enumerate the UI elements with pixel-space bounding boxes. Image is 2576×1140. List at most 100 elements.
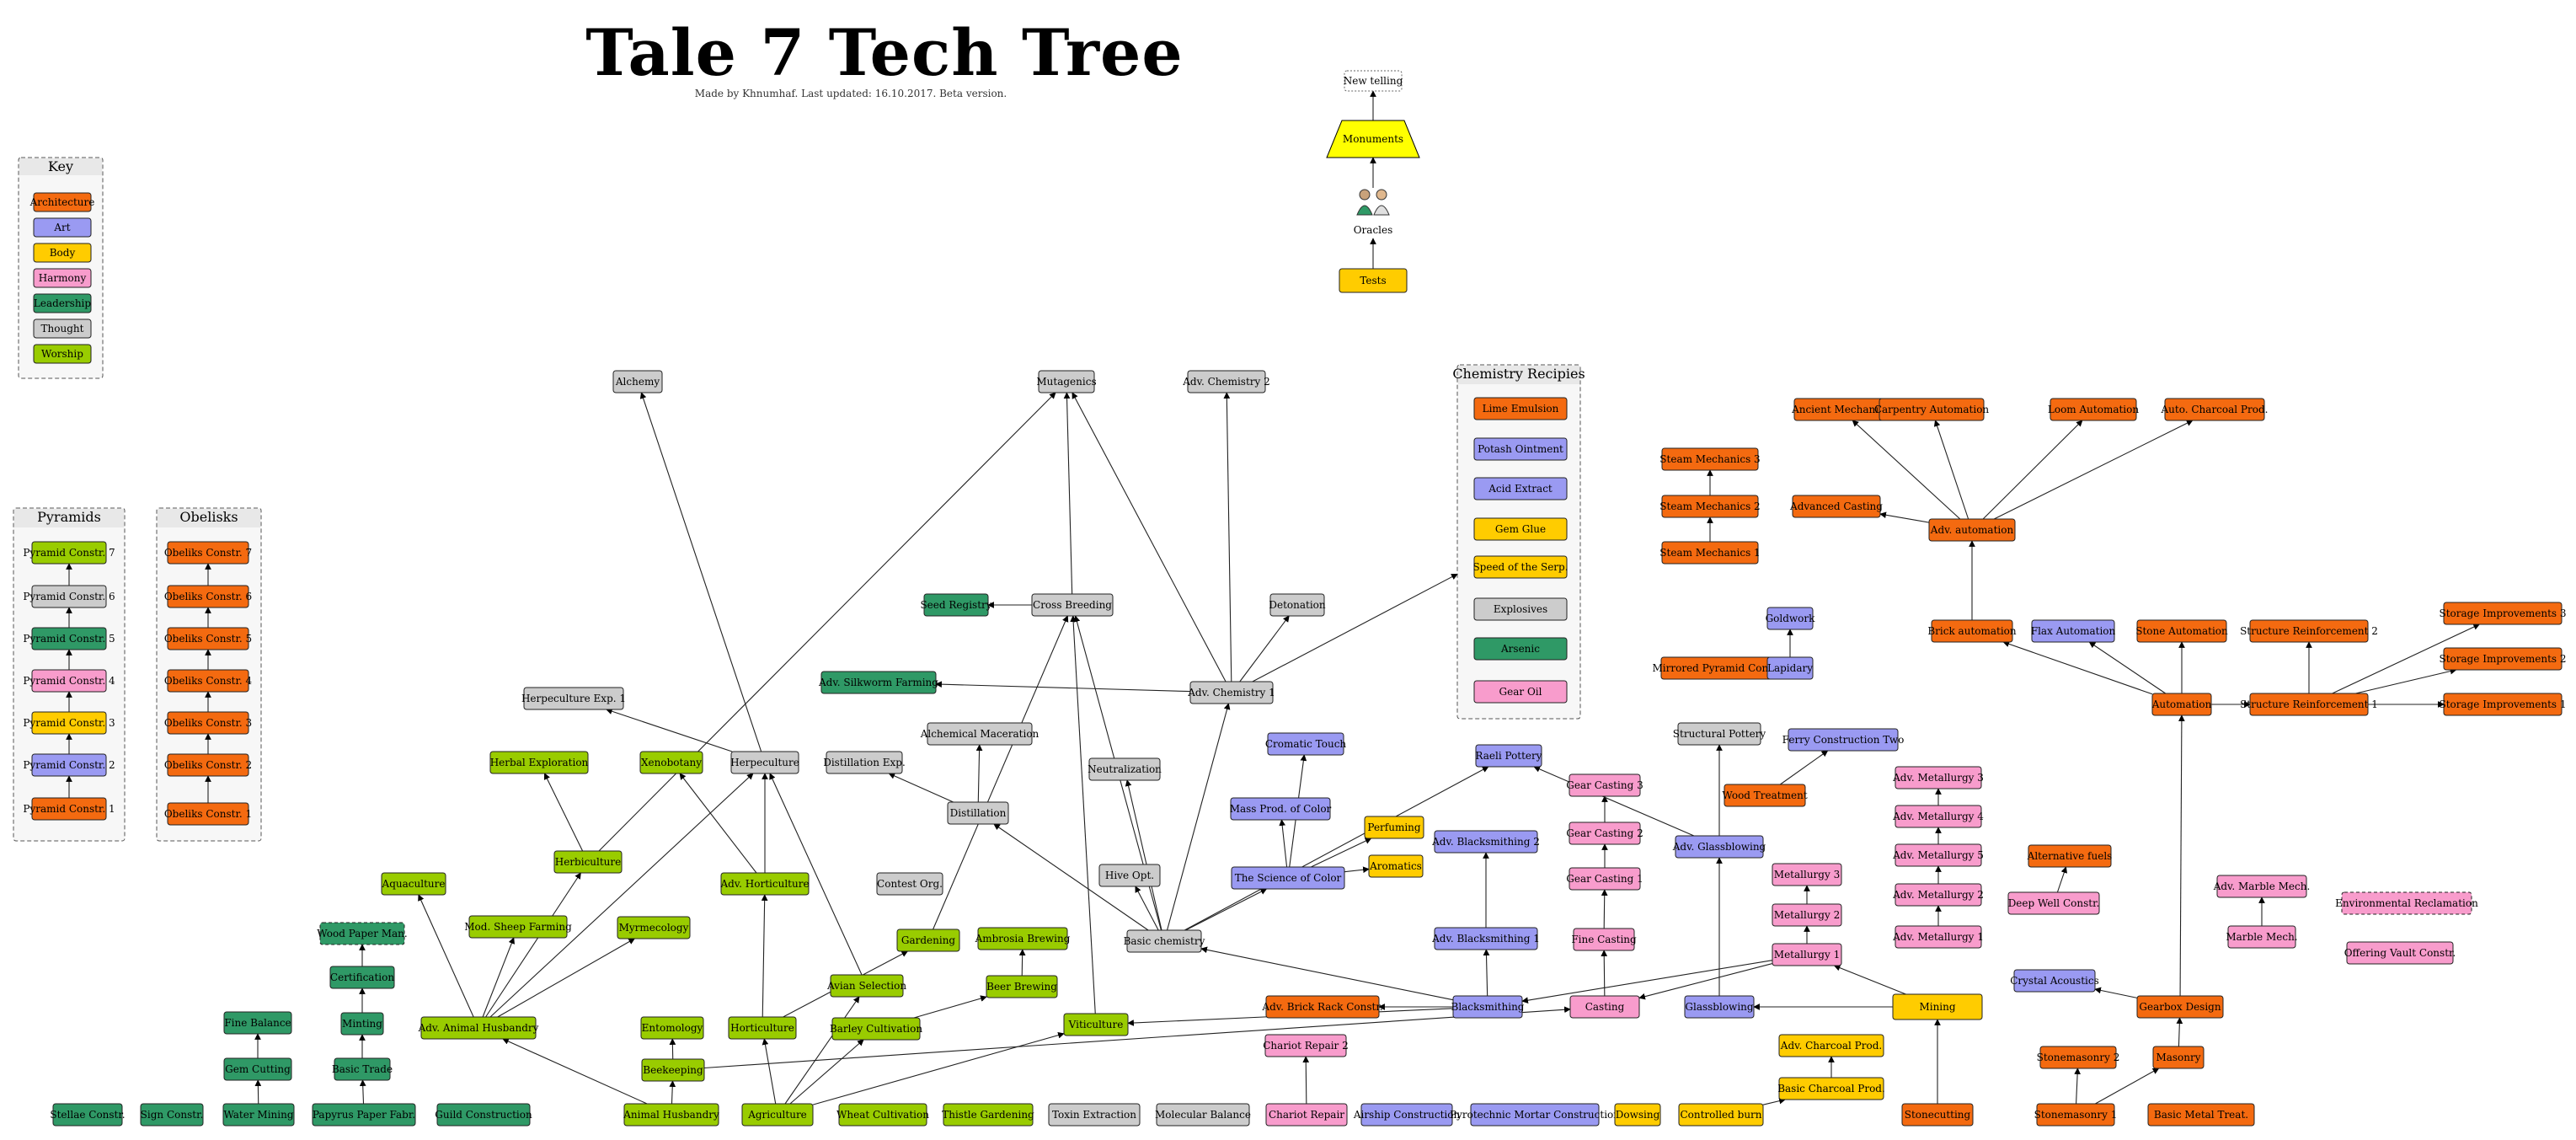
node-advblack2[interactable]: Adv. Blacksmithing 2 xyxy=(1431,830,1540,854)
node-p1[interactable]: Pyramid Constr. 1 xyxy=(23,797,115,821)
node-structrf2[interactable]: Structure Reinforcement 2 xyxy=(2240,619,2378,643)
node-p7[interactable]: Pyramid Constr. 7 xyxy=(23,541,115,565)
node-advblack1[interactable]: Adv. Blacksmithing 1 xyxy=(1431,927,1540,950)
node-marble[interactable]: Marble Mech. xyxy=(2226,925,2298,949)
node-k_arch[interactable]: Architecture xyxy=(29,192,95,212)
node-advchem1[interactable]: Adv. Chemistry 1 xyxy=(1187,681,1275,704)
node-steam1[interactable]: Steam Mechanics 1 xyxy=(1659,541,1761,565)
node-myrme[interactable]: Myrmecology xyxy=(617,916,691,939)
node-gemcut[interactable]: Gem Cutting xyxy=(223,1057,292,1081)
node-steam3[interactable]: Steam Mechanics 3 xyxy=(1659,447,1761,471)
node-lapidary[interactable]: Lapidary xyxy=(1766,656,1814,680)
node-carpauto[interactable]: Carpentry Automation xyxy=(1874,398,1990,421)
node-certif[interactable]: Certification xyxy=(329,966,395,989)
node-ambrosia[interactable]: Ambrosia Brewing xyxy=(975,927,1071,950)
node-aquac[interactable]: Aquaculture xyxy=(381,872,446,896)
node-xenob[interactable]: Xenobotany xyxy=(639,751,703,774)
node-stonemas1[interactable]: Stonemasonry 1 xyxy=(2034,1103,2118,1127)
node-advmet1[interactable]: Adv. Metallurgy 1 xyxy=(1892,925,1984,949)
node-airship[interactable]: Airship Construction xyxy=(1353,1103,1461,1127)
node-autocharc[interactable]: Auto. Charcoal Prod. xyxy=(2161,398,2269,421)
node-detonation[interactable]: Detonation xyxy=(1269,593,1326,617)
node-metal2[interactable]: Metallurgy 2 xyxy=(1772,903,1842,927)
node-k_body[interactable]: Body xyxy=(33,243,92,263)
node-herpexp[interactable]: Herpeculture Exp. 1 xyxy=(521,687,626,710)
node-glassblow[interactable]: Glassblowing xyxy=(1684,995,1755,1019)
node-avian[interactable]: Avian Selection xyxy=(826,974,906,998)
node-ferry2[interactable]: Ferry Construction Two xyxy=(1782,728,1905,752)
node-alchmac[interactable]: Alchemical Maceration xyxy=(920,722,1039,746)
node-brickauto[interactable]: Brick automation xyxy=(1927,619,2017,643)
node-k_lead[interactable]: Leadership xyxy=(33,293,92,313)
node-deepwell[interactable]: Deep Well Constr. xyxy=(2007,891,2100,915)
node-animal[interactable]: Animal Husbandry xyxy=(623,1103,719,1127)
node-o6[interactable]: Obeliks Constr. 6 xyxy=(164,585,252,608)
node-crossbreed[interactable]: Cross Breeding xyxy=(1031,593,1114,617)
node-p6[interactable]: Pyramid Constr. 6 xyxy=(23,585,115,608)
node-advmet2[interactable]: Adv. Metallurgy 2 xyxy=(1892,883,1984,907)
node-c_lime[interactable]: Lime Emulsion xyxy=(1473,397,1568,420)
node-mining[interactable]: Mining xyxy=(1892,993,1983,1020)
node-p3[interactable]: Pyramid Constr. 3 xyxy=(23,711,115,735)
node-agri[interactable]: Agriculture xyxy=(741,1103,814,1127)
node-finecast[interactable]: Fine Casting xyxy=(1571,928,1637,951)
node-advmet3[interactable]: Adv. Metallurgy 3 xyxy=(1892,766,1984,789)
node-advauto[interactable]: Adv. automation xyxy=(1928,518,2016,542)
node-advchem2[interactable]: Adv. Chemistry 2 xyxy=(1182,370,1270,393)
node-structpot[interactable]: Structural Pottery xyxy=(1673,722,1766,746)
node-advmet4[interactable]: Adv. Metallurgy 4 xyxy=(1892,805,1984,828)
node-wheat[interactable]: Wheat Cultivation xyxy=(836,1103,929,1127)
node-basicchem[interactable]: Basic chemistry xyxy=(1124,929,1205,953)
node-gearcast1[interactable]: Gear Casting 1 xyxy=(1566,867,1643,891)
node-papyrus[interactable]: Papyrus Paper Fabr. xyxy=(312,1103,416,1127)
node-barley[interactable]: Barley Cultivation xyxy=(830,1017,922,1041)
node-masonry[interactable]: Masonry xyxy=(2152,1046,2205,1069)
node-chariot[interactable]: Chariot Repair xyxy=(1265,1103,1348,1127)
node-advanimal[interactable]: Adv. Animal Husbandry xyxy=(418,1016,539,1040)
node-perfuming[interactable]: Perfuming xyxy=(1364,816,1424,839)
node-o7[interactable]: Obeliks Constr. 7 xyxy=(164,541,252,565)
node-loomauto[interactable]: Loom Automation xyxy=(2048,398,2139,421)
node-k_tho[interactable]: Thought xyxy=(33,318,92,339)
node-advmet5[interactable]: Adv. Metallurgy 5 xyxy=(1892,843,1984,867)
node-hortic[interactable]: Horticulture xyxy=(728,1016,797,1040)
node-k_harm[interactable]: Harmony xyxy=(33,268,92,288)
node-c_acid[interactable]: Acid Extract xyxy=(1473,477,1568,500)
node-modsheep[interactable]: Mod. Sheep Farming xyxy=(464,915,572,939)
node-c_potash[interactable]: Potash Ointment xyxy=(1473,437,1568,461)
node-storage1[interactable]: Storage Improvements 1 xyxy=(2439,693,2567,716)
node-chariot2[interactable]: Chariot Repair 2 xyxy=(1263,1034,1349,1057)
node-ancmech[interactable]: Ancient Mechanics xyxy=(1791,398,1889,421)
node-vitic[interactable]: Viticulture xyxy=(1063,1013,1129,1036)
node-toxin[interactable]: Toxin Extraction xyxy=(1048,1103,1141,1127)
node-controlburn[interactable]: Controlled burn xyxy=(1678,1103,1764,1127)
node-envrecl[interactable]: Environmental Reclamation xyxy=(2335,891,2478,915)
node-steam2[interactable]: Steam Mechanics 2 xyxy=(1659,495,1761,518)
node-stoneauto[interactable]: Stone Automation xyxy=(2135,619,2228,643)
node-raeli[interactable]: Raeli Pottery xyxy=(1475,744,1542,768)
node-stellae[interactable]: Stellae Constr. xyxy=(50,1103,126,1127)
node-p2[interactable]: Pyramid Constr. 2 xyxy=(23,753,115,777)
node-c_arsenic[interactable]: Arsenic xyxy=(1473,637,1568,661)
node-gearbox[interactable]: Gearbox Design xyxy=(2136,995,2224,1019)
node-c_expl[interactable]: Explosives xyxy=(1473,597,1568,621)
node-neutral[interactable]: Neutralization xyxy=(1088,757,1162,781)
node-molbal[interactable]: Molecular Balance xyxy=(1155,1103,1251,1127)
node-watermin[interactable]: Water Mining xyxy=(222,1103,295,1127)
node-oracles[interactable]: Oracles xyxy=(1354,189,1393,236)
node-minting[interactable]: Minting xyxy=(340,1012,384,1036)
node-hiveopt[interactable]: Hive Opt. xyxy=(1098,864,1161,887)
node-o3[interactable]: Obeliks Constr. 3 xyxy=(164,711,252,735)
node-seedreg[interactable]: Seed Registry xyxy=(920,593,992,617)
node-casting[interactable]: Casting xyxy=(1569,995,1640,1019)
node-basicmetal[interactable]: Basic Metal Treat. xyxy=(2147,1103,2255,1127)
node-dowsing[interactable]: Dowsing xyxy=(1614,1103,1661,1127)
node-guild[interactable]: Guild Construction xyxy=(435,1103,532,1127)
node-herbexp[interactable]: Herbal Exploration xyxy=(489,751,589,774)
node-blacksm[interactable]: Blacksmithing xyxy=(1451,995,1525,1019)
node-woodtreat[interactable]: Wood Treatment xyxy=(1722,784,1808,807)
node-automation[interactable]: Automation xyxy=(2151,693,2212,716)
node-crystal[interactable]: Crystal Acoustics xyxy=(2010,969,2099,993)
node-c_gearoil[interactable]: Gear Oil xyxy=(1473,680,1568,704)
node-distexp[interactable]: Distillation Exp. xyxy=(823,751,906,774)
